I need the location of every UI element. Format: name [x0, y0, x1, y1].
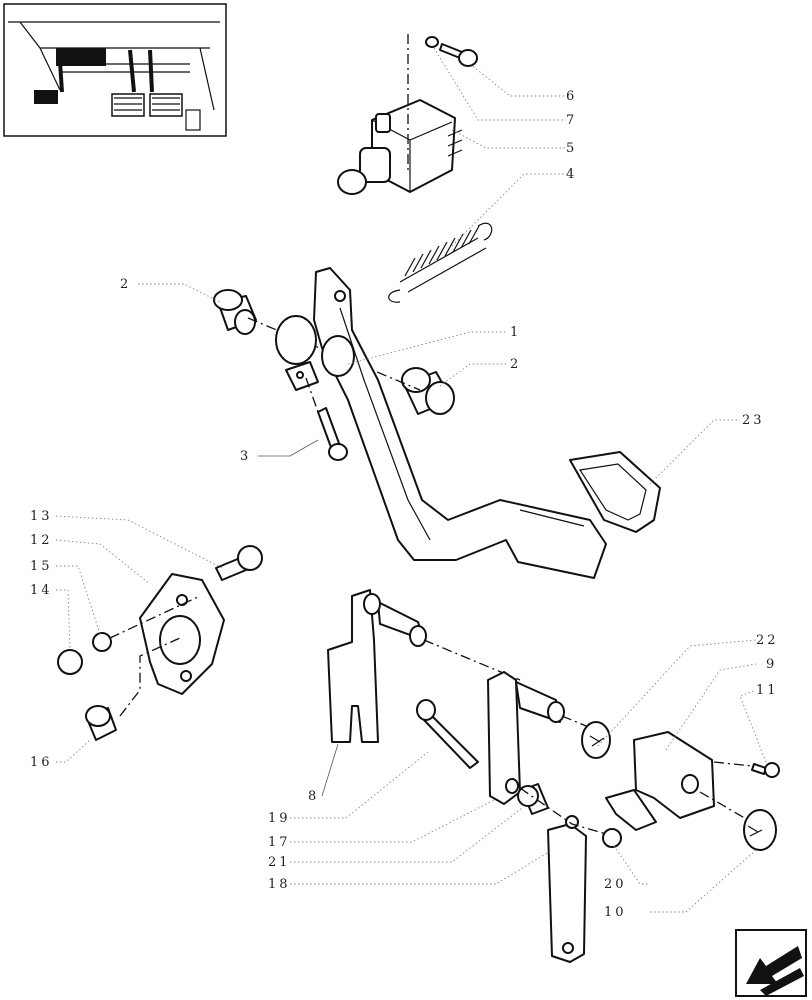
callout-13: 13	[30, 509, 53, 524]
bracket-screw	[215, 545, 263, 581]
callout-23: 23	[742, 413, 765, 428]
return-spring	[388, 222, 493, 303]
pedal-bush-right	[401, 367, 455, 415]
hub-screw	[751, 762, 780, 778]
callout-9: 9	[766, 657, 777, 672]
callout-15: 15	[30, 559, 53, 574]
leader-lines	[55, 47, 767, 913]
callout-16: 16	[30, 755, 53, 770]
release-fork	[327, 589, 427, 743]
callout-2-lower: 2	[510, 357, 521, 372]
circlip-upper	[581, 721, 611, 759]
switch-screw	[439, 43, 478, 67]
bracket-bush	[85, 705, 117, 741]
link-screw	[416, 699, 479, 769]
callout-18: 18	[268, 877, 291, 892]
callout-1: 1	[510, 325, 521, 340]
pedal-bush-left	[213, 289, 257, 335]
callout-11: 11	[756, 683, 779, 698]
pedal-pad	[569, 451, 661, 533]
callout-21: 21	[268, 855, 291, 870]
clutch-pedal	[275, 267, 607, 579]
bracket-washer	[92, 632, 112, 652]
callout-4: 4	[566, 167, 577, 182]
callout-5: 5	[566, 141, 577, 156]
callout-19: 19	[268, 811, 291, 826]
bracket-nut	[57, 649, 83, 675]
callout-17: 17	[268, 835, 291, 850]
location-thumbnail	[3, 3, 227, 137]
callout-7: 7	[566, 113, 577, 128]
link-rod	[547, 815, 587, 963]
callout-labels: 6 7 5 4 2 1 2 3 23 13 12 15 14 16 22 9 1…	[30, 89, 779, 920]
bracket-plate	[139, 573, 225, 695]
callout-10: 10	[604, 905, 627, 920]
callout-6: 6	[566, 89, 577, 104]
callout-3: 3	[240, 449, 251, 464]
switch-washer	[425, 36, 439, 48]
callout-20: 20	[604, 877, 627, 892]
pedal-switch	[337, 99, 463, 195]
link-nut	[602, 828, 622, 848]
release-lever	[487, 671, 565, 805]
callout-22: 22	[756, 633, 779, 648]
callout-14: 14	[30, 583, 53, 598]
circlip-lower	[743, 809, 777, 851]
callout-2-upper: 2	[120, 277, 131, 292]
release-hub	[605, 731, 715, 831]
callout-8: 8	[308, 789, 319, 804]
arrow-back-icon	[746, 946, 804, 996]
back-nav-button[interactable]	[735, 929, 807, 997]
pedal-screw	[317, 407, 348, 461]
link-spacer	[517, 783, 549, 815]
callout-12: 12	[30, 533, 53, 548]
